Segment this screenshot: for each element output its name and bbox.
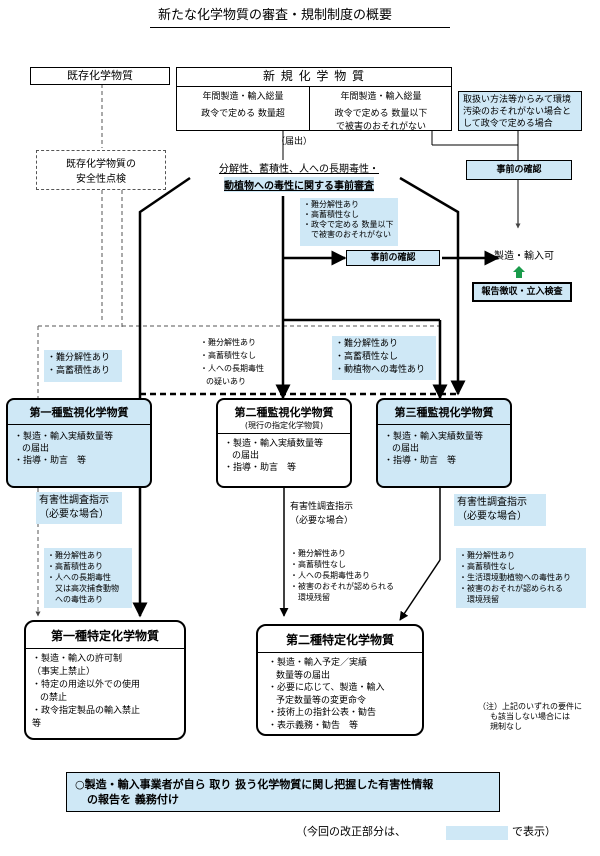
class2-specific-items: ・製造・輸入予定／実績数量等の届出・必要に応じて、製造・輸入予定数量等の変更命令… xyxy=(268,658,385,731)
class1-monitoring-title: 第一種監視化学物質 xyxy=(29,406,129,419)
class1-monitoring-items: ・製造・輸入実績数量等の届出・指導・助言 等 xyxy=(14,432,114,466)
title-underline xyxy=(150,27,450,28)
class2-monitoring-items: ・製造・輸入実績数量等の届出・指導・助言 等 xyxy=(224,439,324,473)
new-col-below-threshold: 年間製造・輸入総量政令で定める 数量以下で被害のおそれがない xyxy=(334,92,428,132)
up-arrow-shaft xyxy=(516,272,522,278)
existing-substance-header: 既存化学物質 xyxy=(30,67,170,85)
right-conditions-2: ・難分解性あり・高蓄積性なし・生活環境動植物への毒性あり・被害のおそれが認められ… xyxy=(456,548,586,608)
class2-specific-title: 第二種特定化学物質 xyxy=(285,633,394,647)
pre-check-right: 事前の確認 xyxy=(466,160,572,180)
legend-swatch xyxy=(446,826,508,840)
notification-label: （届出） xyxy=(276,137,313,147)
hazard-order-right: 有害性調査指示（必要な場合） xyxy=(454,494,546,526)
manufacture-allowed: 製造・輸入可 xyxy=(494,251,554,262)
class3-monitoring-title: 第三種監視化学物質 xyxy=(394,406,494,419)
up-arrow-icon xyxy=(513,266,525,272)
page-title: 新たな化学物質の審査・規制制度の概要 xyxy=(158,8,393,23)
hazard-order-mid: 有害性調査指示（必要な場合） xyxy=(290,502,354,526)
new-substance-block: 新 規 化 学 物 質 年間製造・輸入総量政令で定める 数量超 年間製造・輸入総… xyxy=(176,67,452,132)
left-conditions-2: ・難分解性あり・高蓄積性あり・人への長期毒性 又は高次捕食動物 への毒性あり xyxy=(44,548,132,608)
class1-specific-items: ・製造・輸入の許可制（事実上禁止）・特定の用途以外での使用の禁止・政令指定製品の… xyxy=(32,654,141,729)
class2-monitoring-title: 第二種監視化学物質 xyxy=(234,406,334,419)
new-col-above-threshold: 年間製造・輸入総量政令で定める 数量超 xyxy=(201,92,285,119)
class2-specific-box: 第二種特定化学物質 ・製造・輸入予定／実績数量等の届出・必要に応じて、製造・輸入… xyxy=(256,624,424,736)
class2-monitoring-box: 第二種監視化学物質 (現行の指定化学物質) ・製造・輸入実績数量等の届出・指導・… xyxy=(216,398,352,488)
note: （注）上記のいずれの要件にも該当しない場合には規制なし xyxy=(478,702,582,731)
exemption-conditions: ・難分解性あり・高蓄積性なし・政令で定める 数量以下 で被害のおそれがない xyxy=(300,198,398,246)
class2-monitoring-subtitle: (現行の指定化学物質) xyxy=(244,421,324,430)
class1-specific-box: 第一種特定化学物質 ・製造・輸入の許可制（事実上禁止）・特定の用途以外での使用の… xyxy=(24,620,186,740)
middle-conditions-2: ・難分解性あり・高蓄積性なし・人への長期毒性あり・被害のおそれが認められる 環境… xyxy=(290,549,394,602)
obligation-box: ○製造・輸入事業者が自ら 取り 扱う化学物質に関し把握した有害性情報 の報告を … xyxy=(66,772,500,812)
legend-suffix: で表示） xyxy=(512,825,556,838)
class1-specific-title: 第一種特定化学物質 xyxy=(50,629,159,643)
class3-monitoring-box: 第三種監視化学物質 ・製造・輸入実績数量等の届出・指導・助言 等 xyxy=(376,398,512,488)
report-inspection-box: 報告徴収・立入検査 xyxy=(472,282,572,302)
hazard-order-left: 有害性調査指示（必要な場合） xyxy=(36,492,122,524)
class3-monitoring-items: ・製造・輸入実績数量等の届出・指導・助言 等 xyxy=(384,432,484,466)
pre-review: 分解性、蓄積性、人への長期毒性・ 動植物への毒性に関する事前審査 xyxy=(219,164,379,192)
new-substance-header: 新 規 化 学 物 質 xyxy=(177,68,451,87)
middle-conditions: ・難分解性あり・高蓄積性なし・人への長期毒性の疑いあり xyxy=(200,338,264,386)
left-conditions: ・難分解性あり・高蓄積性あり xyxy=(44,350,122,382)
existing-safety-check: 既存化学物質の安全性点検 xyxy=(36,150,166,190)
class1-monitoring-box: 第一種監視化学物質 ・製造・輸入実績数量等の届出・指導・助言 等 xyxy=(6,398,152,488)
pre-check-mid: 事前の確認 xyxy=(346,250,440,266)
right-conditions: ・難分解性あり・高蓄積性なし・動植物への毒性あり xyxy=(332,336,436,380)
exemption-case-box: 取扱い方法等からみて環境汚染のおそれがない場合として政令で定める場合 xyxy=(458,91,582,131)
legend-prefix: （今回の改正部分は、 xyxy=(296,825,406,838)
